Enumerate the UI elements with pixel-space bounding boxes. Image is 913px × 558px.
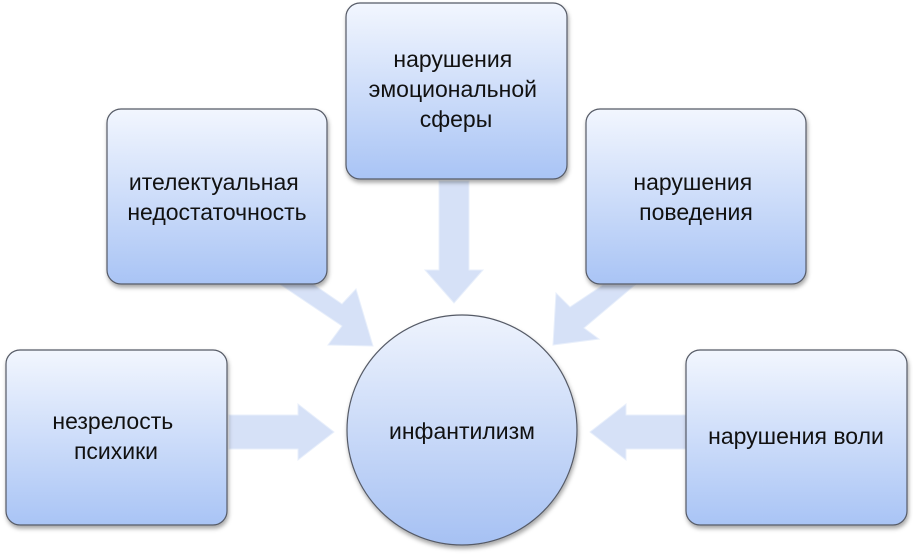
arrow-immaturity [228, 402, 335, 462]
arrow-emotion [423, 180, 485, 304]
label-behavior-line: нарушения [633, 169, 752, 195]
node-will [685, 349, 908, 526]
center-node [346, 314, 578, 546]
label-behavior-line: поведения [639, 199, 753, 225]
label-immaturity: незрелость психики [52, 408, 179, 464]
node-immaturity [5, 349, 228, 526]
arrow-intellect [276, 281, 374, 347]
label-emotion-line: сферы [420, 106, 493, 132]
label-intellect-line: ителектуальная [129, 169, 299, 195]
label-emotion: нарушения эмоциональной сферы [369, 46, 544, 132]
label-center: инфантилизм [389, 418, 535, 444]
label-center-line: инфантилизм [389, 418, 535, 444]
node-behavior [585, 108, 807, 285]
label-will: нарушения воли [708, 423, 884, 449]
arrow-behavior [552, 284, 637, 346]
arrow-will [589, 402, 687, 462]
label-emotion-line: эмоциональной [369, 76, 537, 102]
label-intellect-line: недостаточность [127, 199, 306, 225]
label-immaturity-line: психики [74, 438, 158, 464]
label-emotion-line: нарушения [393, 46, 512, 72]
label-behavior: нарушения поведения [633, 169, 758, 225]
label-will-line: нарушения воли [708, 423, 884, 449]
label-immaturity-line: незрелость [52, 408, 173, 434]
node-emotion [345, 2, 568, 180]
node-intellect [106, 108, 328, 285]
arrows [228, 180, 687, 462]
label-intellect: ителектуальная недостаточность [127, 169, 306, 225]
